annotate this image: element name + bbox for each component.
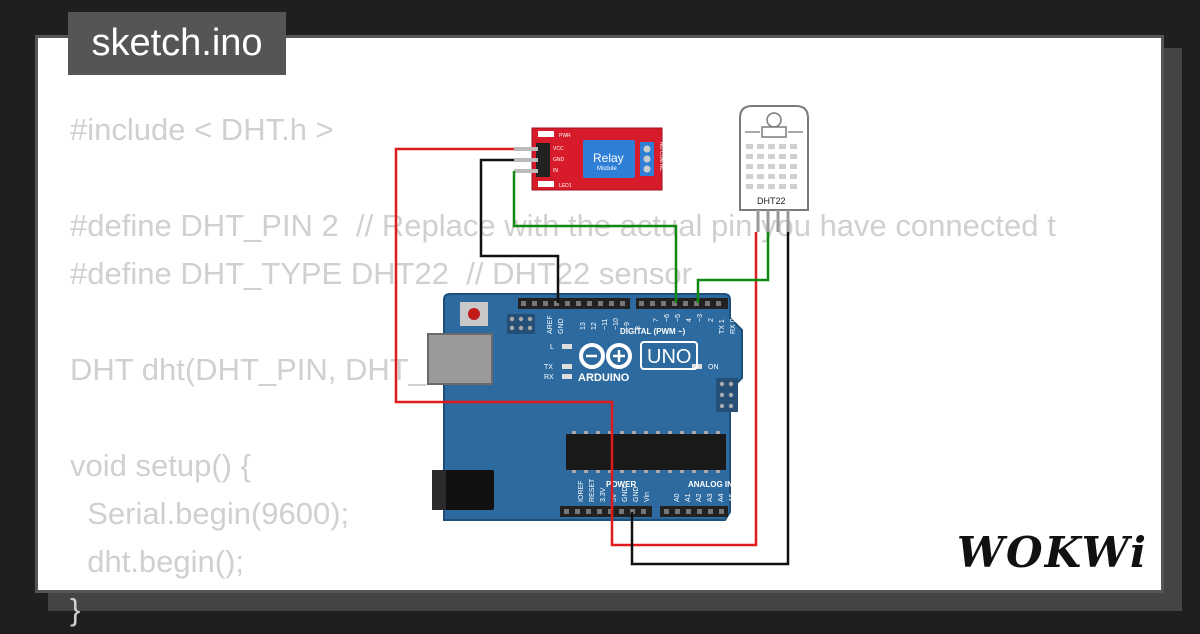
code-line: #define DHT_PIN 2 // Replace with the ac… — [70, 208, 1056, 243]
dht22-label: DHT22 — [757, 196, 786, 206]
relay-led1-label: LED1 — [559, 183, 572, 189]
pin-label: A1 — [685, 493, 692, 502]
arduino-infinity-icon — [579, 343, 632, 369]
board-model: UNO — [647, 346, 691, 368]
relay-label: Relay — [593, 151, 624, 165]
pin-label: 8 — [635, 326, 642, 330]
led-tx-label: TX — [544, 364, 553, 371]
power-header — [560, 506, 652, 517]
pin-label: GND — [558, 318, 565, 334]
relay-pwr-led — [538, 131, 554, 137]
relay-pin-label: IN — [553, 168, 558, 174]
wire-black-relay[interactable] — [479, 158, 560, 303]
pin-label: GND — [622, 486, 629, 502]
digital-header-left — [518, 298, 630, 309]
digital-label: DIGITAL (PWM ~) — [620, 327, 686, 336]
pin-label: ~3 — [697, 314, 704, 322]
pin-label: 3.3V — [600, 487, 607, 502]
code-line: #include < DHT.h > — [70, 112, 334, 147]
wire-red[interactable] — [394, 147, 758, 547]
code-line: dht.begin(); — [70, 544, 245, 579]
file-name-tag: sketch.ino — [68, 12, 286, 75]
pin-label: IOREF — [578, 481, 585, 502]
pin-label: A3 — [707, 493, 714, 502]
pin-label: 13 — [580, 322, 587, 330]
led-l — [562, 344, 572, 349]
relay-pin-label: GND — [553, 157, 565, 163]
pin-label: ~9 — [624, 322, 631, 330]
pin-label: ~10 — [613, 318, 620, 330]
relay-module[interactable]: Relay Module NO COM NC PWR LED1 VCC GND … — [514, 127, 664, 191]
pin-label: A4 — [718, 493, 725, 502]
pin-label: A0 — [674, 493, 681, 502]
pin-label: 2 — [708, 318, 715, 322]
pin-label: GND — [633, 486, 640, 502]
led-rx-label: RX — [544, 374, 554, 381]
board-brand: ARDUINO — [578, 372, 630, 384]
arduino-uno-board[interactable]: AREF GND 13 12 ~11 ~10 ~9 8 7 ~6 ~5 4 ~3… — [427, 293, 743, 521]
wire-green-relay[interactable] — [512, 171, 678, 303]
led-tx — [562, 364, 572, 369]
pin-label: 7 — [653, 318, 660, 322]
wokwi-logo: WOKWi — [956, 528, 1148, 577]
pin-label: RX 0 — [730, 318, 737, 334]
pin-label: ~5 — [675, 314, 682, 322]
pin-label: ~11 — [602, 319, 609, 330]
analog-label: ANALOG IN — [688, 480, 733, 489]
code-line: } — [70, 592, 81, 627]
relay-terminals-label: NO COM NC — [658, 142, 664, 172]
led-l-label: L — [550, 344, 554, 351]
pin-label: 4 — [686, 318, 693, 322]
relay-block — [583, 140, 635, 178]
wire-green-dht[interactable] — [696, 232, 770, 303]
wires[interactable] — [394, 147, 790, 566]
analog-header — [660, 506, 728, 517]
pin-label: ~6 — [664, 314, 671, 322]
digital-header-right — [636, 298, 728, 309]
pin-label: TX 1 — [719, 319, 726, 334]
pin-label: A5 — [729, 493, 736, 502]
power-label: POWER — [606, 480, 636, 489]
dht22-sensor[interactable]: DHT22 — [739, 105, 809, 232]
pin-label: A2 — [696, 493, 703, 502]
code-line: void setup() { — [70, 448, 251, 483]
pin-label: 5V — [611, 493, 618, 502]
power-jack — [432, 470, 494, 510]
relay-led1 — [538, 181, 554, 187]
code-line: Serial.begin(9600); — [70, 496, 350, 531]
atmega-chip — [566, 434, 726, 470]
pin-label: AREF — [547, 315, 554, 334]
relay-sublabel: Module — [597, 166, 617, 172]
relay-pin-label: VCC — [553, 146, 564, 152]
relay-pwr-label: PWR — [559, 133, 571, 139]
led-rx — [562, 374, 572, 379]
wire-black-dht[interactable] — [630, 232, 790, 566]
led-on-label: ON — [708, 364, 719, 371]
code-line: #define DHT_TYPE DHT22 // DHT22 sensor — [70, 256, 692, 291]
pin-label: 12 — [591, 322, 598, 330]
pin-label: RESET — [589, 478, 596, 502]
usb-port — [427, 333, 493, 385]
pin-label: Vin — [644, 492, 651, 502]
